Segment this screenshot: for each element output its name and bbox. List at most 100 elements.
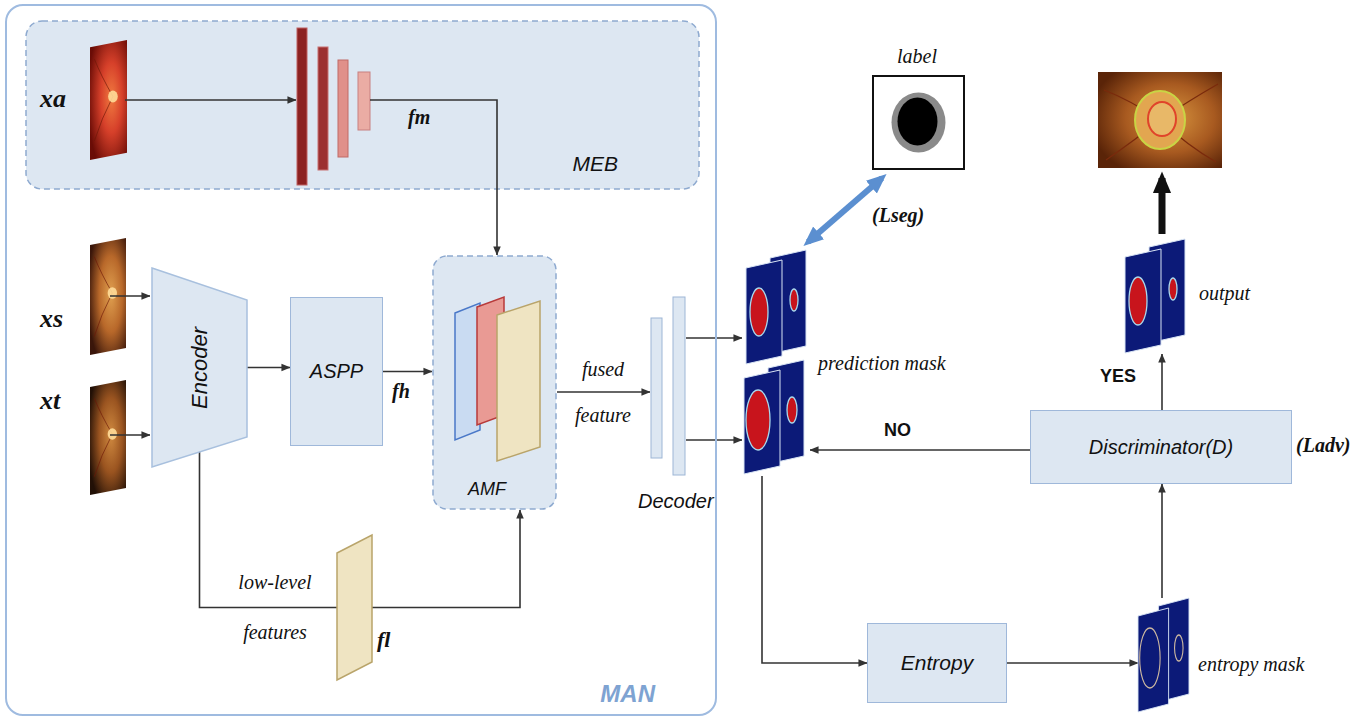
- node-shape: [1138, 598, 1190, 712]
- mask-pair: [1125, 239, 1185, 353]
- node-text: ASPP: [310, 360, 363, 383]
- fundus-image: [90, 380, 126, 495]
- conv-layer: [318, 47, 328, 170]
- node-shape: [432, 255, 557, 510]
- disc-region: [746, 390, 770, 450]
- conv-layer: [338, 60, 348, 157]
- fundus-photo: [1098, 72, 1222, 168]
- node-shape: [650, 296, 686, 476]
- flow-arrow: [110, 434, 150, 436]
- connector-arrow: [557, 391, 650, 393]
- cup-region: [1175, 635, 1184, 661]
- connector-arrow: [808, 178, 882, 242]
- discriminator-box: Discriminator(D): [1030, 410, 1292, 484]
- mask-stack: output: [1123, 238, 1188, 354]
- mask-panel: [1125, 249, 1161, 353]
- flow-arrow: [125, 99, 296, 101]
- decoder-layer: [651, 318, 662, 458]
- mask-panel: [746, 260, 782, 364]
- node-text: low-level features: [225, 557, 325, 657]
- edge-label: NO: [884, 420, 911, 441]
- node-text: output: [1199, 282, 1250, 305]
- flow-arrow: [370, 100, 497, 190]
- mask-stack: entropy mask: [1138, 598, 1190, 712]
- feature-map: low-level featuresfl: [337, 535, 372, 680]
- decoder-layer: [673, 297, 685, 475]
- mask-pair: [746, 250, 806, 364]
- input-symbol: xs: [40, 304, 63, 334]
- edge-label: (Lseg): [872, 204, 924, 227]
- node-text: Encoder: [187, 327, 213, 409]
- panel-outline: [433, 256, 556, 509]
- loss-symbol: (Ladv): [1296, 434, 1350, 457]
- fundus-photo: [90, 380, 126, 495]
- node-text: MEB: [572, 152, 618, 176]
- encoder-block: Encoder: [152, 268, 247, 467]
- node-text: prediction mask: [818, 352, 946, 375]
- edge-label: YES: [1100, 366, 1136, 387]
- disc-region: [1129, 277, 1147, 325]
- feature-map: [497, 301, 540, 461]
- disc-region: [750, 288, 768, 336]
- conv-layer: [358, 72, 370, 130]
- input-symbol: xt: [40, 386, 60, 416]
- fundus-image: [90, 40, 127, 160]
- mask-pair: [1138, 598, 1189, 712]
- cup-region: [790, 289, 798, 311]
- connector-arrow: [372, 510, 520, 608]
- loss-symbol: fm: [408, 106, 430, 129]
- mask-panel: [1138, 608, 1169, 712]
- connector-arrow: [686, 439, 742, 441]
- disc-contour: [1135, 91, 1185, 149]
- connector-arrow: [810, 449, 1030, 451]
- decoder-block: Decoder: [650, 296, 686, 476]
- connector-arrow: [1007, 662, 1138, 664]
- connector-arrow: [1161, 354, 1163, 410]
- disc-region: [1140, 628, 1160, 688]
- input-symbol: xa: [40, 84, 66, 114]
- connector-arrow: [383, 371, 432, 373]
- node-text: MAN: [600, 680, 655, 708]
- cup-region: [1169, 278, 1177, 300]
- node-text: fl: [377, 627, 390, 653]
- blood-vessel: [1104, 84, 1218, 162]
- node-shape: [1123, 238, 1188, 354]
- cup-region: [787, 397, 797, 423]
- feature-map: [337, 535, 372, 680]
- encoder-trapezoid: [152, 268, 247, 467]
- optic-disc: [108, 287, 117, 299]
- cup-region: [898, 98, 938, 146]
- branch-panel: MEB: [25, 20, 700, 190]
- result-image: [1098, 72, 1222, 168]
- mask-panel: [744, 370, 780, 474]
- cup-contour: [1148, 102, 1176, 136]
- optic-disc: [108, 428, 117, 440]
- conv-layer: [297, 28, 307, 185]
- node-shape: [872, 75, 965, 170]
- connector-arrow: [1161, 484, 1163, 598]
- node-shape: [742, 248, 810, 476]
- disc-region: [892, 93, 946, 153]
- node-text: Discriminator(D): [1089, 436, 1233, 459]
- edge-label: fh: [392, 380, 410, 403]
- fusion-panel: AMF: [432, 255, 557, 510]
- mask-pair: [744, 360, 804, 474]
- mask-stack: prediction mask: [742, 248, 810, 476]
- edge-label: fused feature: [564, 346, 642, 438]
- connector-arrow: [496, 190, 498, 255]
- aspp-block: ASPP: [290, 297, 383, 446]
- label-frame: [873, 76, 964, 169]
- label-box: label: [872, 75, 965, 170]
- optic-disc: [108, 90, 118, 102]
- connector-arrow: [762, 476, 867, 663]
- panel-outline: [26, 21, 699, 189]
- connector-arrow: [247, 367, 290, 369]
- flow-arrow: [110, 295, 150, 297]
- node-text: Entropy: [901, 651, 973, 675]
- connector-arrow: [686, 337, 742, 339]
- node-text: entropy mask: [1198, 653, 1304, 676]
- node-text: label: [897, 45, 937, 68]
